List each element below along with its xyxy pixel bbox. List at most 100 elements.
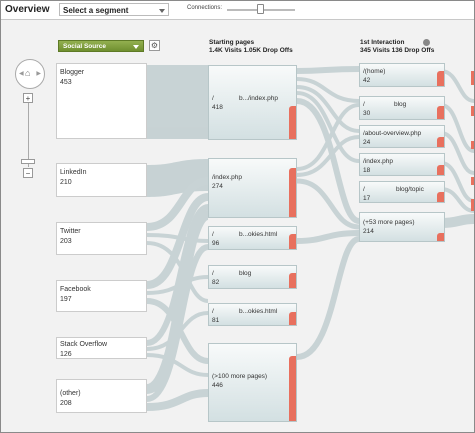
page-value: 82 bbox=[212, 279, 220, 286]
page-path-detail: blog/topic bbox=[396, 186, 424, 193]
starting-page-node[interactable]: /82 blog bbox=[208, 265, 297, 289]
page-path: /about-overview.php bbox=[363, 130, 422, 137]
page-title: Overview bbox=[5, 4, 50, 15]
top-bar: Overview Select a segment Connections: bbox=[1, 1, 474, 20]
interaction-node[interactable]: /(home)42 bbox=[359, 63, 445, 87]
flow-link bbox=[146, 244, 210, 402]
source-name: Blogger bbox=[60, 69, 85, 76]
source-name: (other) bbox=[60, 390, 81, 397]
flow-link bbox=[440, 103, 474, 153]
zoom-handle[interactable] bbox=[21, 159, 35, 164]
source-node[interactable]: Blogger 453 bbox=[56, 63, 147, 139]
page-path: /(home) bbox=[363, 68, 386, 75]
drop-off-marker bbox=[471, 71, 474, 85]
source-name: LinkedIn bbox=[60, 169, 87, 176]
drop-off-bar bbox=[437, 164, 444, 175]
segment-select[interactable]: Select a segment bbox=[59, 3, 169, 16]
drop-off-bar bbox=[437, 232, 444, 241]
source-name: Facebook bbox=[60, 286, 91, 293]
chevron-down-icon bbox=[159, 9, 165, 13]
source-name: Twitter bbox=[60, 228, 81, 235]
page-path: (>100 more pages) bbox=[212, 373, 268, 380]
source-node[interactable]: Facebook 197 bbox=[56, 280, 147, 312]
flow-link bbox=[296, 178, 360, 230]
interaction-node[interactable]: /about-overview.php 24 bbox=[359, 125, 445, 148]
zoom-in-icon[interactable]: + bbox=[23, 93, 33, 103]
drop-off-bar bbox=[437, 105, 444, 119]
source-value: 210 bbox=[60, 179, 72, 186]
flow-link bbox=[296, 236, 360, 360]
drop-off-bar bbox=[437, 136, 444, 147]
home-icon[interactable]: ⌂ bbox=[25, 68, 31, 78]
flow-link bbox=[296, 91, 360, 163]
page-path: /index.php bbox=[212, 174, 242, 181]
flow-link bbox=[296, 98, 361, 224]
page-path: / bbox=[212, 231, 214, 238]
pan-right-icon[interactable]: ▶ bbox=[36, 71, 41, 77]
drop-off-bar bbox=[289, 233, 296, 249]
zoom-track[interactable] bbox=[28, 101, 29, 167]
pan-control[interactable]: ◀ ▶ ⌂ bbox=[15, 59, 45, 89]
column-title: Starting pages bbox=[209, 39, 255, 46]
starting-pages-header: Starting pages 1.4K Visits 1.05K Drop Of… bbox=[209, 39, 293, 55]
source-node[interactable]: LinkedIn 210 bbox=[56, 163, 147, 197]
page-path-detail: b.../index.php bbox=[239, 95, 279, 102]
flow-link bbox=[296, 230, 360, 244]
source-value: 208 bbox=[60, 400, 72, 407]
flow-link bbox=[296, 135, 360, 177]
drop-off-bar bbox=[437, 70, 444, 86]
flow-link bbox=[440, 214, 474, 228]
source-value: 203 bbox=[60, 238, 72, 245]
page-value: 81 bbox=[212, 317, 220, 324]
drop-off-bar bbox=[289, 355, 296, 421]
starting-page-node[interactable]: (>100 more pages) 446 bbox=[208, 343, 297, 422]
drop-off-bar bbox=[289, 312, 296, 325]
drop-off-bar bbox=[437, 192, 444, 202]
page-path: /index.php bbox=[363, 158, 393, 165]
flow-link bbox=[296, 77, 360, 103]
dimension-select-label: Social Source bbox=[63, 43, 106, 50]
page-value: 24 bbox=[363, 139, 371, 146]
page-path: / bbox=[363, 186, 365, 193]
interaction-node[interactable]: /30 blog bbox=[359, 96, 445, 120]
page-path-detail: b...okies.html bbox=[239, 308, 278, 315]
source-value: 197 bbox=[60, 296, 72, 303]
source-node[interactable]: (other) 208 bbox=[56, 379, 147, 413]
drop-off-marker bbox=[471, 177, 474, 185]
starting-page-node[interactable]: /96 b...okies.html bbox=[208, 226, 297, 250]
flow-link bbox=[146, 193, 209, 289]
interaction-node[interactable]: /index.php 18 bbox=[359, 153, 445, 176]
zoom-out-icon[interactable]: − bbox=[23, 168, 33, 178]
page-path: / bbox=[212, 95, 214, 102]
page-value: 18 bbox=[363, 167, 371, 174]
flow-link bbox=[440, 131, 474, 175]
starting-page-node[interactable]: /81 b...okies.html bbox=[208, 303, 297, 326]
gear-icon[interactable]: ⚙ bbox=[149, 40, 160, 51]
interaction-node[interactable]: (+53 more pages)214 bbox=[359, 212, 445, 242]
page-path: / bbox=[212, 270, 214, 277]
info-icon[interactable] bbox=[423, 39, 430, 46]
source-node[interactable]: Twitter 203 bbox=[56, 222, 147, 255]
column-title: 1st Interaction bbox=[360, 39, 405, 46]
flow-link bbox=[146, 389, 209, 411]
flow-link bbox=[440, 69, 474, 103]
page-value: 446 bbox=[212, 382, 223, 389]
starting-page-node[interactable]: /418 b.../index.php bbox=[208, 65, 297, 140]
drop-off-bar bbox=[289, 106, 296, 139]
page-value: 274 bbox=[212, 183, 223, 190]
page-value: 30 bbox=[363, 110, 371, 117]
flow-link bbox=[296, 66, 360, 74]
starting-page-node[interactable]: /index.php 274 bbox=[208, 158, 297, 218]
dimension-select[interactable]: Social Source bbox=[58, 40, 144, 52]
pan-left-icon[interactable]: ◀ bbox=[19, 71, 24, 77]
flow-link bbox=[440, 161, 474, 203]
connections-slider-handle[interactable] bbox=[257, 4, 264, 14]
page-path-detail: b...okies.html bbox=[239, 231, 278, 238]
drop-off-marker bbox=[471, 106, 474, 116]
flow-link bbox=[147, 65, 208, 139]
source-value: 453 bbox=[60, 79, 72, 86]
source-value: 126 bbox=[60, 351, 72, 358]
interaction-node[interactable]: /17 blog/topic bbox=[359, 181, 445, 203]
